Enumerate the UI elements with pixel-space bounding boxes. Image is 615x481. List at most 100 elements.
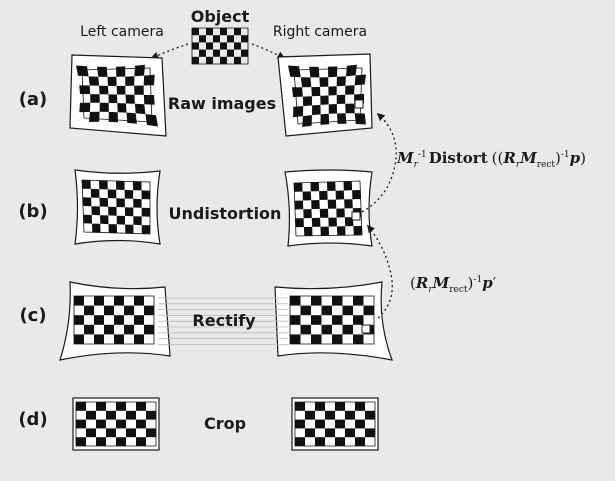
checker-square <box>311 334 322 344</box>
checker-square <box>312 104 321 116</box>
checker-square <box>125 94 135 104</box>
checker-square <box>116 437 126 446</box>
checker-square <box>325 428 335 438</box>
checker-square <box>335 190 345 200</box>
checker-outline <box>81 67 153 123</box>
checker-square <box>99 102 109 112</box>
checker-square <box>213 49 220 57</box>
checker-square <box>311 200 320 210</box>
checker-square <box>302 191 312 201</box>
checker-square <box>134 315 144 325</box>
checker-square <box>337 113 347 124</box>
checker-square <box>319 190 328 200</box>
checker-square <box>79 102 91 113</box>
right-raw-checkerboard <box>288 64 366 127</box>
checker-square <box>141 190 150 200</box>
checker-square <box>144 305 154 316</box>
checker-square <box>107 76 117 86</box>
checker-square <box>336 76 346 87</box>
checker-outline <box>294 401 376 447</box>
right-undistort-checkerboard <box>293 180 363 237</box>
checker-square <box>90 188 100 198</box>
checker-square <box>332 315 343 325</box>
checker-square <box>293 106 304 118</box>
checker-outline <box>191 27 249 65</box>
checker-square <box>126 428 136 438</box>
checker-square <box>353 334 364 344</box>
checker-square <box>84 324 94 335</box>
row-tag-a: (a) <box>19 89 48 110</box>
checker-square <box>144 324 154 335</box>
rectify-inverse-equation: (RrMrect)-1p′ <box>410 274 497 295</box>
checker-square <box>220 28 227 36</box>
checker-square <box>104 324 114 335</box>
checker-square <box>79 85 91 95</box>
checker-square <box>346 64 357 77</box>
object-to-right-arrow <box>251 43 286 59</box>
checker-square <box>124 305 134 316</box>
checker-square <box>125 224 134 234</box>
checker-square <box>104 305 114 316</box>
checker-square <box>133 216 142 226</box>
rectify-caption: Rectify <box>192 311 256 330</box>
checker-square <box>146 410 156 420</box>
checker-square <box>354 74 366 86</box>
checker-square <box>355 402 365 411</box>
checker-square <box>305 428 315 438</box>
checker-square <box>335 419 345 429</box>
undistort-point-marker <box>351 211 361 221</box>
checker-square <box>320 95 329 105</box>
checker-square <box>315 437 325 446</box>
checker-square <box>84 305 94 316</box>
checker-square <box>335 402 345 411</box>
checker-square <box>342 305 353 316</box>
checker-square <box>227 49 234 57</box>
checker-square <box>116 402 126 411</box>
epipolar-lines <box>158 297 288 345</box>
checker-square <box>234 28 241 36</box>
checker-square <box>320 113 329 125</box>
crop-caption: Crop <box>204 414 246 433</box>
checker-square <box>143 74 155 86</box>
checker-square <box>332 296 343 306</box>
checker-square <box>353 315 364 325</box>
checker-square <box>136 402 146 411</box>
checker-square <box>74 315 84 325</box>
checker-square <box>74 296 84 306</box>
checker-square <box>336 226 346 236</box>
object-label: Object <box>191 7 250 26</box>
checker-square <box>345 103 355 114</box>
checker-square <box>114 315 124 325</box>
checker-square <box>352 190 361 200</box>
checker-square <box>365 410 375 420</box>
checker-square <box>141 207 150 217</box>
checker-square <box>126 410 136 420</box>
checker-square <box>344 217 354 227</box>
checker-square <box>94 315 104 325</box>
checker-outline <box>293 180 363 237</box>
checker-square <box>133 198 142 208</box>
checker-square <box>108 94 118 104</box>
checker-square <box>319 208 329 218</box>
checker-square <box>116 215 126 225</box>
checker-square <box>353 226 362 236</box>
left-crop-checkerboard <box>75 401 157 447</box>
checker-square <box>116 419 126 429</box>
checker-square <box>192 56 199 64</box>
checker-square <box>290 315 301 325</box>
checker-square <box>114 296 124 306</box>
checker-square <box>305 410 315 420</box>
checker-square <box>108 111 118 123</box>
checker-square <box>290 334 301 344</box>
checker-square <box>300 305 311 316</box>
checker-square <box>327 181 336 191</box>
checker-square <box>220 56 227 64</box>
checker-square <box>310 182 320 192</box>
left-rectify-checkerboard <box>73 295 155 345</box>
checker-square <box>86 428 96 438</box>
checker-square <box>355 437 365 446</box>
checker-square <box>106 410 116 420</box>
checker-square <box>234 42 241 50</box>
checker-square <box>213 35 220 43</box>
